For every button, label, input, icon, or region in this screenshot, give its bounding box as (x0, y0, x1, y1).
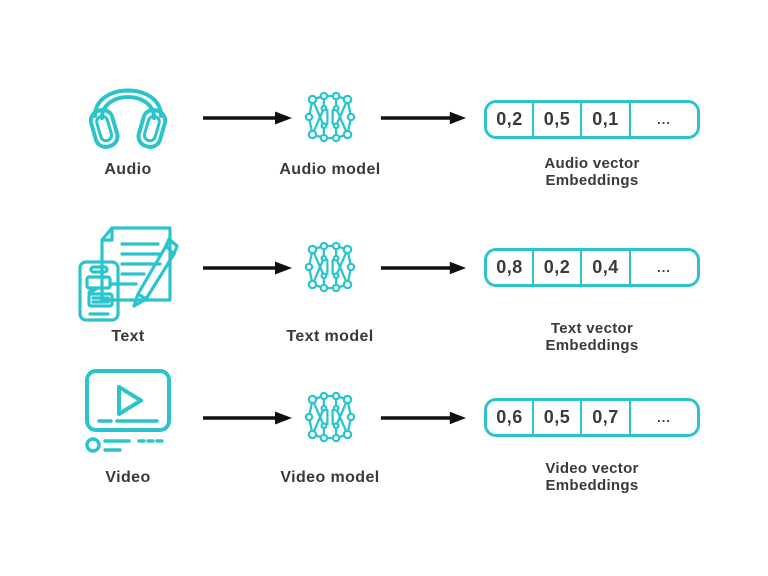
embedding-vector-box-text: 0,8 0,2 0,4 ... (484, 248, 700, 287)
embedding-cell-ellipsis: ... (657, 410, 671, 425)
embedding-cell-ellipsis: ... (657, 260, 671, 275)
neural-network-icon (302, 89, 358, 145)
embedding-cell: 0,4 (582, 251, 631, 284)
video-player-icon (84, 368, 172, 460)
embedding-cell: 0,8 (487, 251, 534, 284)
model-label-text: Text model (286, 328, 374, 345)
arrow-right-icon (379, 411, 467, 425)
source-label-video: Video (105, 469, 151, 486)
embedding-cell: 0,5 (534, 103, 582, 136)
embedding-label-line1: Audio vector (544, 155, 640, 172)
embedding-label-video: Video vector Embeddings (484, 460, 700, 494)
embedding-label-line1: Text vector (550, 320, 634, 337)
model-label-video: Video model (280, 469, 380, 486)
arrow-right-icon (379, 111, 467, 125)
embedding-label-line1: Video vector (545, 460, 639, 477)
embedding-vector-box-audio: 0,2 0,5 0,1 ... (484, 100, 700, 139)
embedding-label-line2: Embeddings (545, 171, 639, 189)
embedding-cell: 0,7 (582, 401, 631, 434)
headphones-icon (86, 66, 170, 150)
arrow-right-icon (201, 261, 293, 275)
embedding-cell: 0,1 (582, 103, 631, 136)
embedding-cell-ellipsis: ... (657, 112, 671, 127)
embedding-label-text: Text vector Embeddings (484, 320, 700, 354)
neural-network-icon (302, 239, 358, 295)
embedding-cell: 0,5 (534, 401, 582, 434)
embedding-label-line2: Embeddings (545, 336, 639, 354)
arrow-right-icon (379, 261, 467, 275)
embedding-label-audio: Audio vector Embeddings (484, 155, 700, 189)
arrow-right-icon (201, 411, 293, 425)
embedding-cell: 0,2 (487, 103, 534, 136)
embedding-label-line2: Embeddings (545, 476, 639, 494)
source-label-text: Text (111, 328, 145, 345)
model-label-audio: Audio model (279, 161, 381, 178)
neural-network-icon (302, 389, 358, 445)
embedding-vector-box-video: 0,6 0,5 0,7 ... (484, 398, 700, 437)
arrow-right-icon (201, 111, 293, 125)
embedding-cell: 0,2 (534, 251, 582, 284)
embedding-cell: 0,6 (487, 401, 534, 434)
document-pen-phone-icon (76, 222, 184, 322)
source-label-audio: Audio (104, 161, 152, 178)
